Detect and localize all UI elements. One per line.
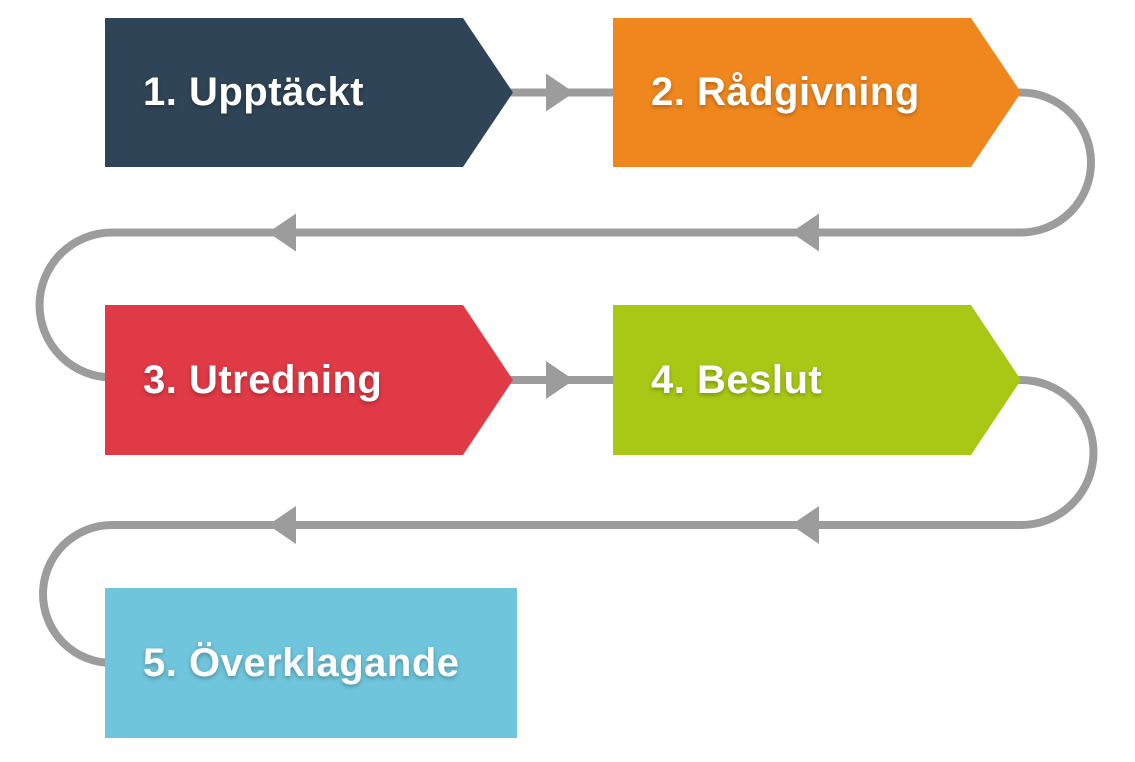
step-label: 3. Utredning <box>143 357 383 402</box>
step-box-upptackt: 1. Upptäckt <box>105 18 513 167</box>
arrow-left-icon <box>791 213 819 252</box>
arrow-right-icon <box>546 361 574 399</box>
arrow-right-icon <box>546 73 574 112</box>
step-box-beslut: 4. Beslut <box>613 305 1021 455</box>
step-box-overklagande: 5. Överklagande <box>105 588 517 738</box>
arrow-left-icon <box>791 506 819 544</box>
connector-4-to-5 <box>39 376 1098 667</box>
step-label: 1. Upptäckt <box>143 70 365 114</box>
connector-2-to-3 <box>35 88 1095 382</box>
step-label: 5. Överklagande <box>143 640 460 685</box>
step-box-radgivning: 2. Rådgivning <box>613 18 1021 167</box>
arrow-left-icon <box>268 213 296 252</box>
arrow-left-icon <box>268 506 296 544</box>
step-label: 2. Rådgivning <box>651 70 920 114</box>
step-label: 4. Beslut <box>651 357 823 402</box>
step-box-utredning: 3. Utredning <box>105 305 513 455</box>
